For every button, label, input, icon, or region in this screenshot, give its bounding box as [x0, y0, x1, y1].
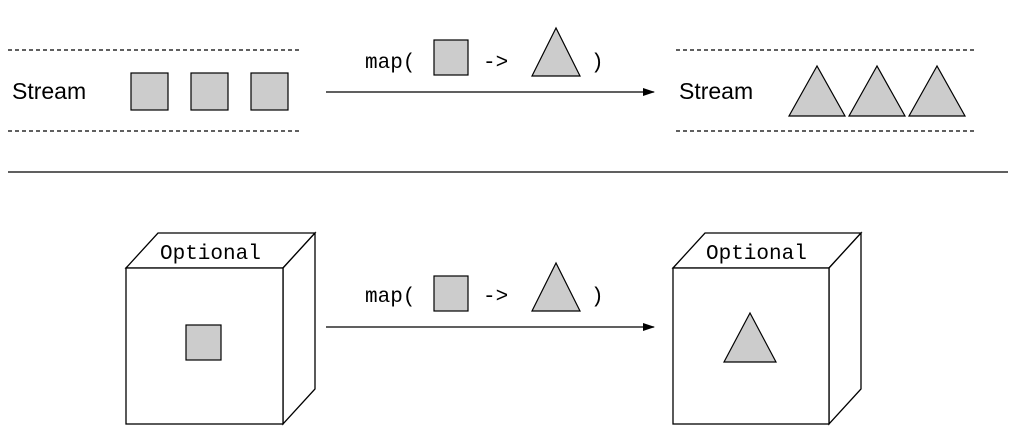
optional-map-triangle-icon — [531, 261, 581, 312]
optional-map-arrow-text: -> — [483, 286, 508, 309]
source-stream-square-item — [190, 72, 229, 111]
optional-map-open-text: map( — [365, 286, 415, 309]
target-stream-items — [787, 64, 967, 117]
target-stream-label: Stream — [679, 78, 753, 104]
stream-map-open-text: map( — [365, 52, 415, 75]
stream-map-square-icon — [433, 39, 469, 76]
target-optional-box: Optional — [671, 231, 863, 426]
source-stream-square-item — [130, 72, 169, 111]
target-stream-triangle-item — [907, 64, 967, 117]
optional-section: Optional map( -> ) Optional — [124, 231, 863, 426]
optional-map-square-icon — [433, 275, 469, 312]
source-optional-label: Optional — [160, 243, 261, 266]
source-stream: Stream — [8, 49, 302, 132]
stream-map-arrow-text: -> — [483, 52, 508, 75]
optional-map-close-text: ) — [591, 286, 604, 309]
target-stream: Stream — [676, 49, 976, 132]
source-stream-label: Stream — [12, 78, 86, 104]
target-optional-triangle-item — [723, 311, 777, 363]
target-stream-triangle-item — [847, 64, 907, 117]
target-stream-triangle-item — [787, 64, 847, 117]
source-stream-items — [130, 72, 289, 111]
source-stream-square-item — [250, 72, 289, 111]
stream-section: Stream map( -> ) Stream — [8, 26, 976, 132]
optional-map-expression: map( -> ) — [365, 261, 604, 312]
source-optional-square-item — [185, 324, 222, 361]
stream-map-triangle-icon — [531, 26, 581, 77]
stream-map-close-text: ) — [591, 52, 604, 75]
stream-map-expression: map( -> ) — [365, 26, 604, 77]
source-optional-box: Optional — [124, 231, 317, 426]
target-optional-label: Optional — [706, 243, 807, 266]
